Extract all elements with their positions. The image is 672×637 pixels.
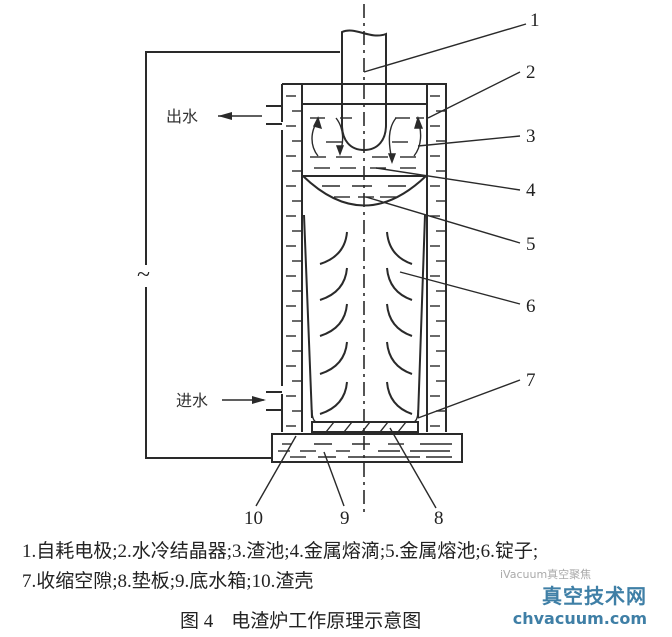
site-watermark: 真空技术网 chvacuum.com <box>513 584 647 630</box>
label-6: 6 <box>526 296 536 317</box>
water-outlet-pipe <box>266 105 282 125</box>
slag-pool-dashes <box>310 117 424 169</box>
power-circuit-wire <box>145 51 340 459</box>
water-inlet-label: 进水 <box>176 391 208 410</box>
ingot-outline <box>303 214 426 419</box>
inlet-arrowhead <box>252 396 266 404</box>
label-3: 3 <box>526 126 536 147</box>
outlet-arrowhead <box>218 112 232 120</box>
figure-number: 图 4 <box>180 611 214 632</box>
mold-water-hatching <box>286 95 446 427</box>
esr-furnace-diagram: ~ <box>137 4 540 529</box>
wechat-watermark: iVacuum真空聚焦 <box>500 568 592 581</box>
label-1: 1 <box>530 10 540 31</box>
label-10: 10 <box>244 508 263 529</box>
watermark-en: chvacuum.com <box>512 609 647 628</box>
metal-pool-boundary <box>302 175 427 207</box>
water-inlet-pipe <box>266 391 282 411</box>
legend-line-1: 1.自耗电极;2.水冷结晶器;3.渣池;4.金属熔滴;5.金属熔池;6.锭子; <box>22 541 539 562</box>
label-9: 9 <box>340 508 350 529</box>
legend-line-2: 7.收缩空隙;8.垫板;9.底水箱;10.渣壳 <box>22 571 314 592</box>
base-plate <box>311 421 419 433</box>
label-4: 4 <box>526 180 536 201</box>
crystallizer-outer-wall <box>281 83 447 432</box>
leader-lines <box>255 23 527 509</box>
figure-caption: 图 4 电渣炉工作原理示意图 <box>180 606 439 633</box>
tank-water-dashes <box>278 443 452 458</box>
water-outlet-label: 出水 <box>166 107 198 126</box>
ac-symbol: ~ <box>137 262 150 288</box>
consumable-electrode <box>341 29 387 152</box>
ingot-grain-curves <box>319 231 413 415</box>
base-plate-hatching <box>325 421 407 433</box>
shrinkage-gap-right <box>413 409 419 423</box>
label-7: 7 <box>526 370 536 391</box>
watermark-cn: 真空技术网 <box>542 584 647 608</box>
label-5: 5 <box>526 234 536 255</box>
label-2: 2 <box>526 62 536 83</box>
figure-title: 电渣炉工作原理示意图 <box>231 611 422 632</box>
shrinkage-gap-left <box>311 409 317 423</box>
bottom-water-tank <box>271 433 463 463</box>
label-8: 8 <box>434 508 444 529</box>
slag-circulation-arrows <box>311 115 424 164</box>
